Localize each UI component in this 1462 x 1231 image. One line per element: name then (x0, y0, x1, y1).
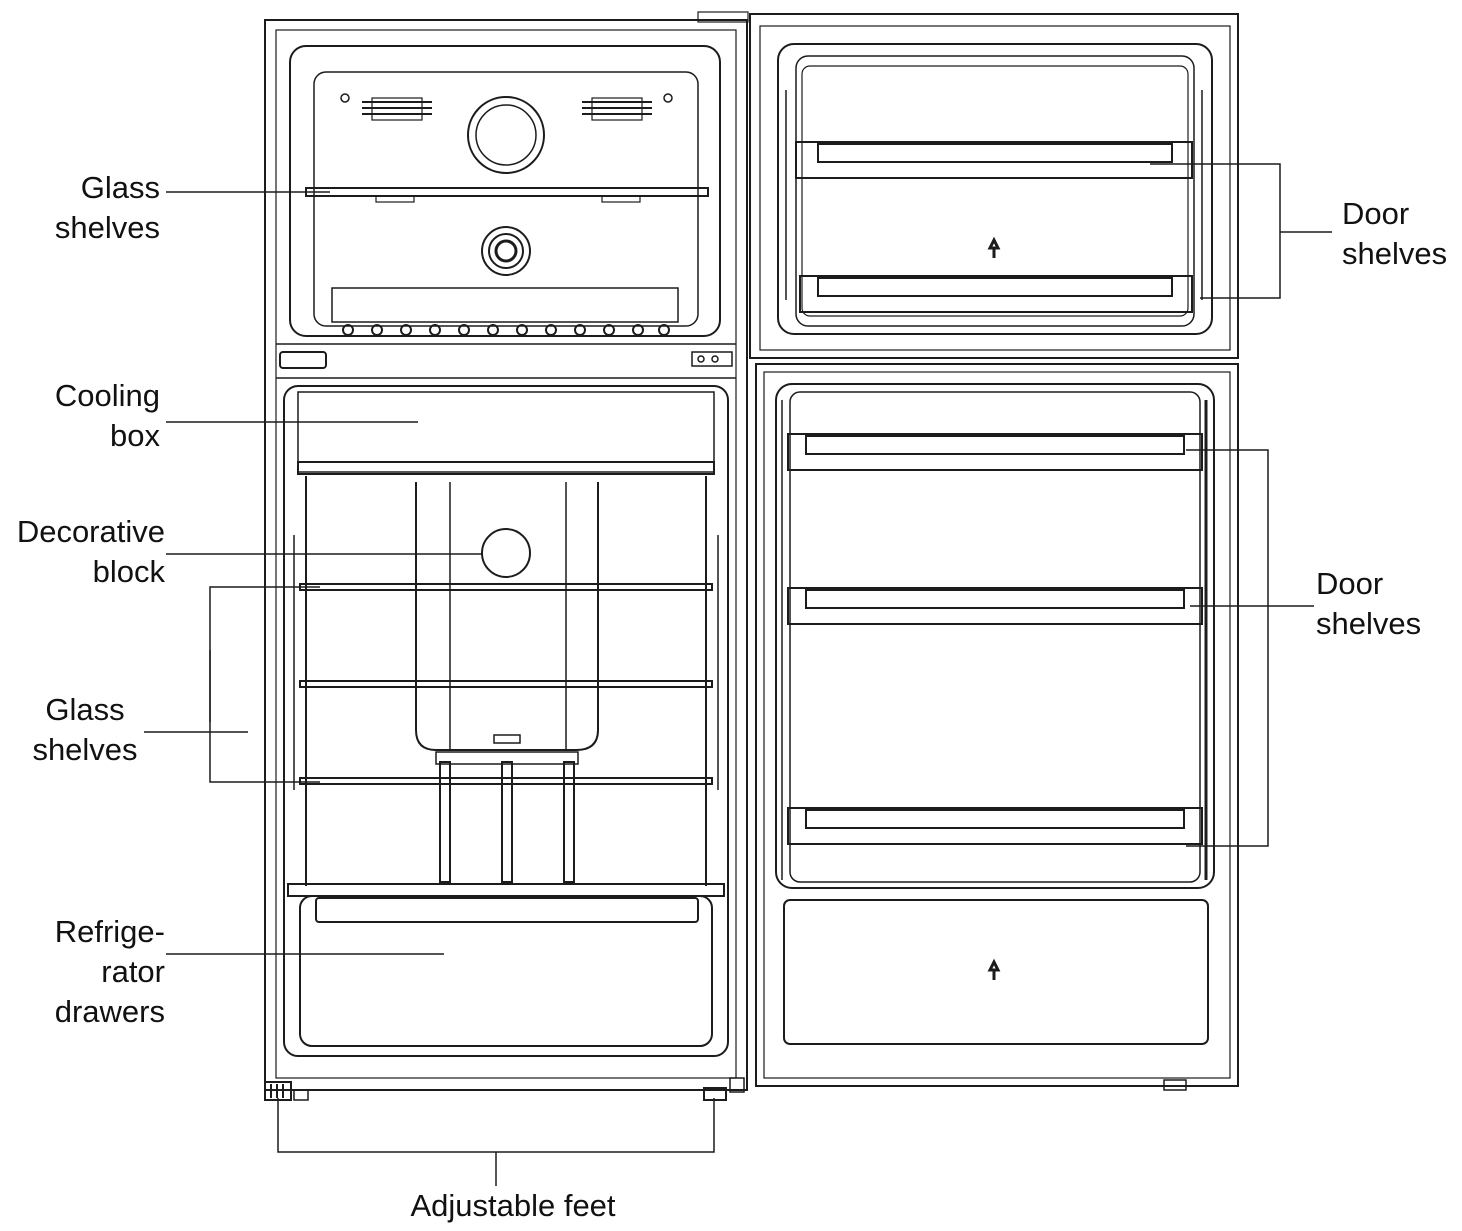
cooling-box (297, 391, 715, 473)
freezer-compartment (289, 45, 721, 337)
fridge-door-liner (775, 383, 1215, 889)
label-cooling-box: Cooling box (20, 376, 160, 456)
freezer-door-liner (777, 43, 1213, 335)
fridge-door (755, 363, 1239, 1091)
cooling-box-shelf (297, 461, 715, 475)
fridge-glass-shelf-1 (299, 583, 713, 591)
label-line: Glass (45, 692, 125, 727)
freezer-door-shelf-1 (795, 141, 1193, 179)
label-line: Glass (80, 170, 160, 205)
label-glass-shelves-top: Glass shelves (20, 168, 160, 248)
decorative-block (481, 528, 531, 578)
label-decorative-block: Decorative block (0, 512, 165, 592)
adjustable-feet (264, 1077, 745, 1101)
label-door-shelves-freezer: Door shelves (1342, 194, 1460, 274)
fridge-liner (283, 385, 729, 1057)
label-line: block (92, 554, 165, 589)
fridge-glass-shelf-3 (299, 777, 713, 785)
label-door-shelves-fridge: Door shelves (1316, 564, 1446, 644)
label-line: Cooling (54, 378, 160, 413)
foot-right (703, 1087, 727, 1101)
label-refrigerator-drawers: Refrige- rator drawers (20, 912, 165, 1032)
vent-left (362, 97, 432, 121)
label-line: rator (101, 954, 165, 989)
label-line: Refrige- (54, 914, 165, 949)
freezer-door-outline (749, 13, 1239, 359)
air-duct (415, 482, 599, 751)
freezer-glass-shelf (305, 187, 709, 197)
label-line: shelves (1342, 236, 1448, 271)
refrigerator-drawer (299, 895, 713, 1047)
label-line: Decorative (16, 514, 165, 549)
label-glass-shelves-fridge: Glass shelves (20, 690, 150, 770)
fridge-door-shelf-3 (787, 807, 1203, 845)
fan-cover-inner (475, 104, 537, 166)
thermostat-knob (481, 226, 531, 276)
door-switch (691, 351, 733, 367)
label-line: Adjustable feet (410, 1188, 616, 1223)
fridge-door-shelf-2 (787, 587, 1203, 625)
freezer-vent-dots (342, 324, 670, 336)
leader-lines (144, 163, 1332, 1186)
fan-cover-outer (467, 96, 545, 174)
fridge-glass-shelf-2 (299, 680, 713, 688)
drawer-cover (287, 883, 725, 897)
label-line: box (110, 418, 160, 453)
freezer-tray (331, 287, 679, 323)
label-line: drawers (54, 994, 165, 1029)
fridge-door-outline (755, 363, 1239, 1087)
freezer-door (749, 13, 1239, 359)
display-panel (279, 351, 327, 369)
leader-door-shelves-fridge-bracket (1186, 449, 1269, 847)
vent-right (582, 97, 652, 121)
freezer-back-wall (313, 71, 699, 327)
freezer-door-shelf-2 (799, 275, 1193, 313)
leader-door-shelves-freezer-bracket (1150, 163, 1281, 299)
leader-adjustable-feet-bracket (277, 1098, 715, 1153)
cabinet-outline (264, 19, 748, 1091)
label-line: shelves (54, 210, 160, 245)
fridge-door-lower-panel (783, 899, 1209, 1045)
label-line: shelves (1316, 606, 1422, 641)
label-line: shelves (32, 732, 138, 767)
fridge-compartment (283, 385, 729, 1057)
hinge-top (697, 11, 749, 23)
label-adjustable-feet: Adjustable feet (380, 1186, 646, 1226)
fridge-door-shelf-1 (787, 433, 1203, 471)
label-line: Door (1316, 566, 1384, 601)
compartment-divider (276, 343, 736, 379)
freezer-liner (289, 45, 721, 337)
drawer-handle (315, 897, 699, 923)
label-line: Door (1342, 196, 1410, 231)
